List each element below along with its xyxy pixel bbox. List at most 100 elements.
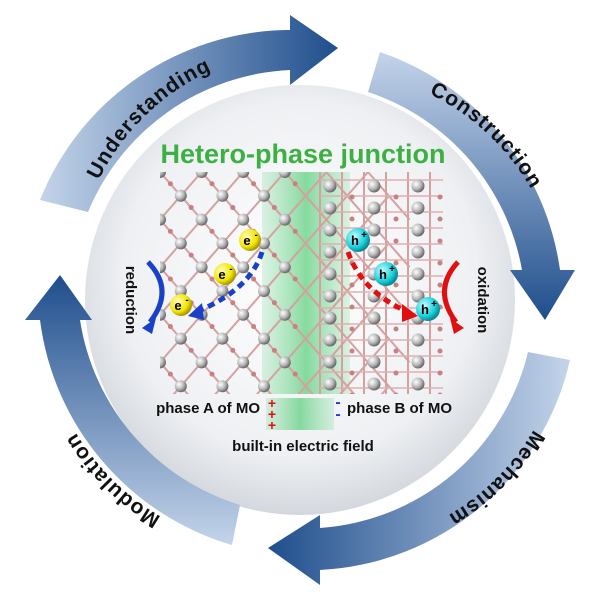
cycle-arrow-top-left	[40, 15, 338, 212]
lattice-bond	[304, 172, 328, 197]
lattice-atom	[411, 223, 425, 237]
svg-text:-: -	[229, 264, 232, 275]
lattice-atom	[237, 356, 250, 369]
lattice-atom	[167, 181, 173, 187]
lattice-atom	[216, 332, 229, 345]
lattice-atom	[393, 348, 399, 354]
lattice-atom	[393, 260, 399, 266]
lattice-bond	[304, 361, 328, 387]
lattice-atom	[367, 245, 381, 259]
lattice-atom	[209, 371, 215, 377]
svg-text:h: h	[351, 233, 359, 248]
lattice-atom	[271, 300, 277, 306]
lattice-atom	[195, 172, 208, 178]
lattice-atom	[230, 300, 236, 306]
positive-charges: + + +	[268, 395, 276, 433]
lattice-atom	[230, 347, 236, 353]
lattice-atom	[195, 213, 208, 226]
lattice-atom	[167, 276, 173, 282]
lattice-atom	[349, 216, 355, 222]
lattice-atom	[349, 392, 355, 394]
lattice-atom	[251, 324, 257, 330]
lattice-atom	[160, 308, 166, 321]
lattice-bond	[304, 337, 328, 364]
svg-text:-: -	[254, 230, 257, 241]
lattice-bond	[325, 290, 348, 316]
lattice-atom	[437, 260, 443, 266]
lattice-atom	[292, 276, 298, 282]
lattice-atom	[216, 380, 229, 393]
lattice-atom	[278, 172, 291, 178]
lattice-atom	[174, 189, 187, 202]
lattice-atom	[367, 201, 381, 215]
svg-text:-: -	[335, 406, 340, 423]
lattice-atom	[437, 216, 443, 222]
lattice-atom	[278, 261, 291, 274]
crystal-lattice	[133, 142, 443, 394]
lattice-atom	[188, 347, 194, 353]
lattice-atom	[323, 223, 337, 237]
lattice-bond	[388, 242, 411, 268]
lattice-atom	[323, 355, 337, 369]
lattice-bond	[388, 195, 411, 221]
phase-a-label: phase A of MO	[156, 400, 260, 417]
lattice-atom	[393, 392, 399, 394]
lattice-bond	[304, 290, 328, 316]
electric-field-label: built-in electric field	[232, 438, 374, 455]
lattice-atom	[209, 276, 215, 282]
svg-text:-: -	[335, 394, 340, 411]
reduction-label: reduction	[122, 266, 139, 334]
lattice-atom	[278, 213, 291, 226]
lattice-atom	[323, 311, 337, 325]
lattice-atom	[323, 245, 337, 259]
lattice-atom	[216, 189, 229, 202]
lattice-atom	[437, 194, 443, 200]
lattice-atom	[271, 205, 277, 211]
lattice-atom	[349, 370, 355, 376]
lattice-atom	[411, 377, 425, 391]
lattice-atom	[349, 326, 355, 332]
lattice-atom	[349, 348, 355, 354]
lattice-atom	[411, 179, 425, 193]
lattice-bond	[325, 242, 348, 268]
lattice-atom	[323, 179, 337, 193]
lattice-atom	[160, 261, 166, 274]
lattice-atom	[133, 142, 145, 154]
lattice-atom	[251, 276, 257, 282]
lattice-atom	[237, 172, 250, 178]
lattice-atom	[230, 205, 236, 211]
svg-text:+: +	[268, 395, 276, 411]
svg-text:e: e	[243, 233, 250, 248]
lattice-bond	[304, 314, 328, 340]
lattice-atom	[292, 371, 298, 377]
lattice-atom	[160, 172, 166, 178]
lattice-bond	[388, 337, 411, 364]
lattice-atom	[323, 267, 337, 281]
lattice-atom	[437, 348, 443, 354]
lattice-atom	[367, 179, 381, 193]
lattice-atom	[367, 223, 381, 237]
svg-text:h: h	[379, 267, 387, 282]
lattice-bond	[346, 385, 356, 394]
lattice-atom	[251, 371, 257, 377]
lattice-atom	[323, 289, 337, 303]
field-legend-band	[266, 398, 334, 430]
svg-text:+: +	[431, 299, 437, 310]
phase-b-label: phase B of MO	[347, 400, 452, 417]
electron-3: e -	[170, 294, 192, 316]
lattice-atom	[393, 282, 399, 288]
lattice-atom	[349, 194, 355, 200]
lattice-bond	[304, 218, 328, 245]
lattice-atom	[437, 282, 443, 288]
lattice-bond	[388, 385, 397, 394]
lattice-atom	[367, 333, 381, 347]
lattice-atom	[258, 189, 270, 202]
lattice-atom	[349, 304, 355, 310]
lattice-atom	[251, 181, 257, 187]
lattice-bond	[325, 195, 348, 221]
lattice-atom	[237, 261, 250, 274]
lattice-atom	[209, 228, 215, 234]
lattice-atom	[195, 356, 208, 369]
